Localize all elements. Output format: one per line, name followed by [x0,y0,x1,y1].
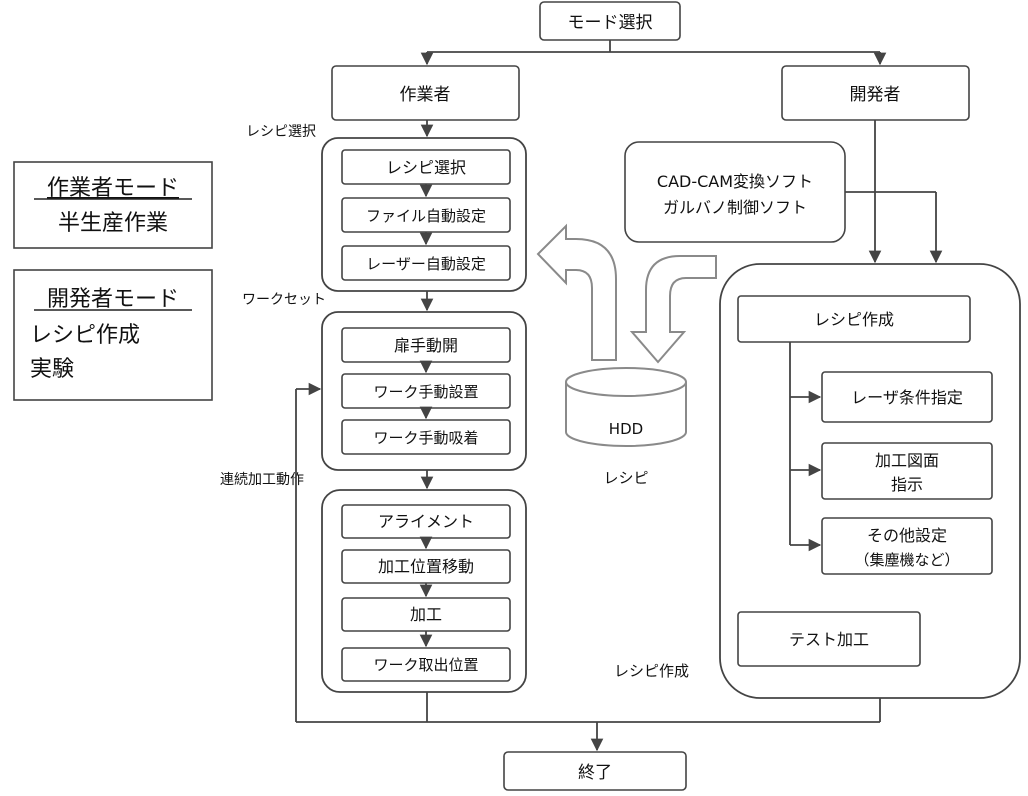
other-settings-box [821,517,993,575]
hdd-cylinder-body [565,382,687,447]
developer-mode-line2: レシピ作成 [30,323,140,348]
take-out-position-step [341,647,511,682]
process-step-label: 加工 [410,605,442,624]
end-box [503,751,687,791]
door-open-step-label: 扉手動開 [394,336,458,355]
drawing-box [821,442,993,500]
software-line1: CAD-CAM変換ソフト [657,172,813,191]
laser-auto-setting-step [341,245,511,281]
hdd-label: HDD [609,420,643,438]
work-vacuum-step-label: ワーク手動吸着 [373,429,478,447]
drawing-line2: 指示 [891,475,923,494]
operator-mode-title: 作業者モード [47,176,179,201]
recipe-select-step-label: レシピ選択 [386,158,466,177]
drawing-line1: 加工図面 [875,451,939,470]
laser-condition-box [821,371,993,423]
work-set-side-label: ワークセット [242,292,326,308]
panel-to-hdd-hollow-arrow [629,255,717,364]
operator-label: 作業者 [400,85,451,105]
laser-auto-setting-step-label: レーザー自動設定 [366,255,486,273]
mode-select-label: モード選択 [568,13,653,33]
developer-mode-title: 開発者モード [47,287,179,312]
developer-label: 開発者 [850,85,901,105]
software-box [624,141,846,243]
hdd-cylinder-top [565,367,687,397]
alignment-step-label: アライメント [378,512,474,531]
hdd-to-operator-hollow-arrow [536,223,617,361]
developer-mode-line3: 実験 [30,357,74,382]
recipe-select-side-label: レシピ選択 [246,124,316,140]
take-out-position-step-label: ワーク取出位置 [373,656,478,674]
other-settings-line1: その他設定 [867,526,947,545]
file-auto-setting-step-label: ファイル自動設定 [366,207,486,225]
end-label: 終了 [578,763,612,783]
continuous-process-side-label: 連続加工動作 [220,471,304,488]
operator-box [331,65,520,121]
work-place-step-label: ワーク手動設置 [373,383,478,401]
software-line2: ガルバノ制御ソフト [663,198,807,217]
developer-mode-legend [13,269,213,401]
hdd-caption: レシピ [603,469,648,487]
other-settings-line2: （集塵機など） [854,551,959,569]
laser-condition-label: レーザ条件指定 [851,388,963,407]
move-position-step-label: 加工位置移動 [378,557,474,576]
recipe-create-caption: レシピ作成 [614,662,689,680]
recipe-create-box [737,295,971,343]
recipe-create-label: レシピ作成 [814,310,894,329]
operator-mode-subtitle: 半生産作業 [58,211,168,236]
test-process-box [737,611,921,667]
test-process-label: テスト加工 [789,630,869,649]
operator-mode-legend [13,161,213,249]
work-vacuum-step [341,419,511,455]
